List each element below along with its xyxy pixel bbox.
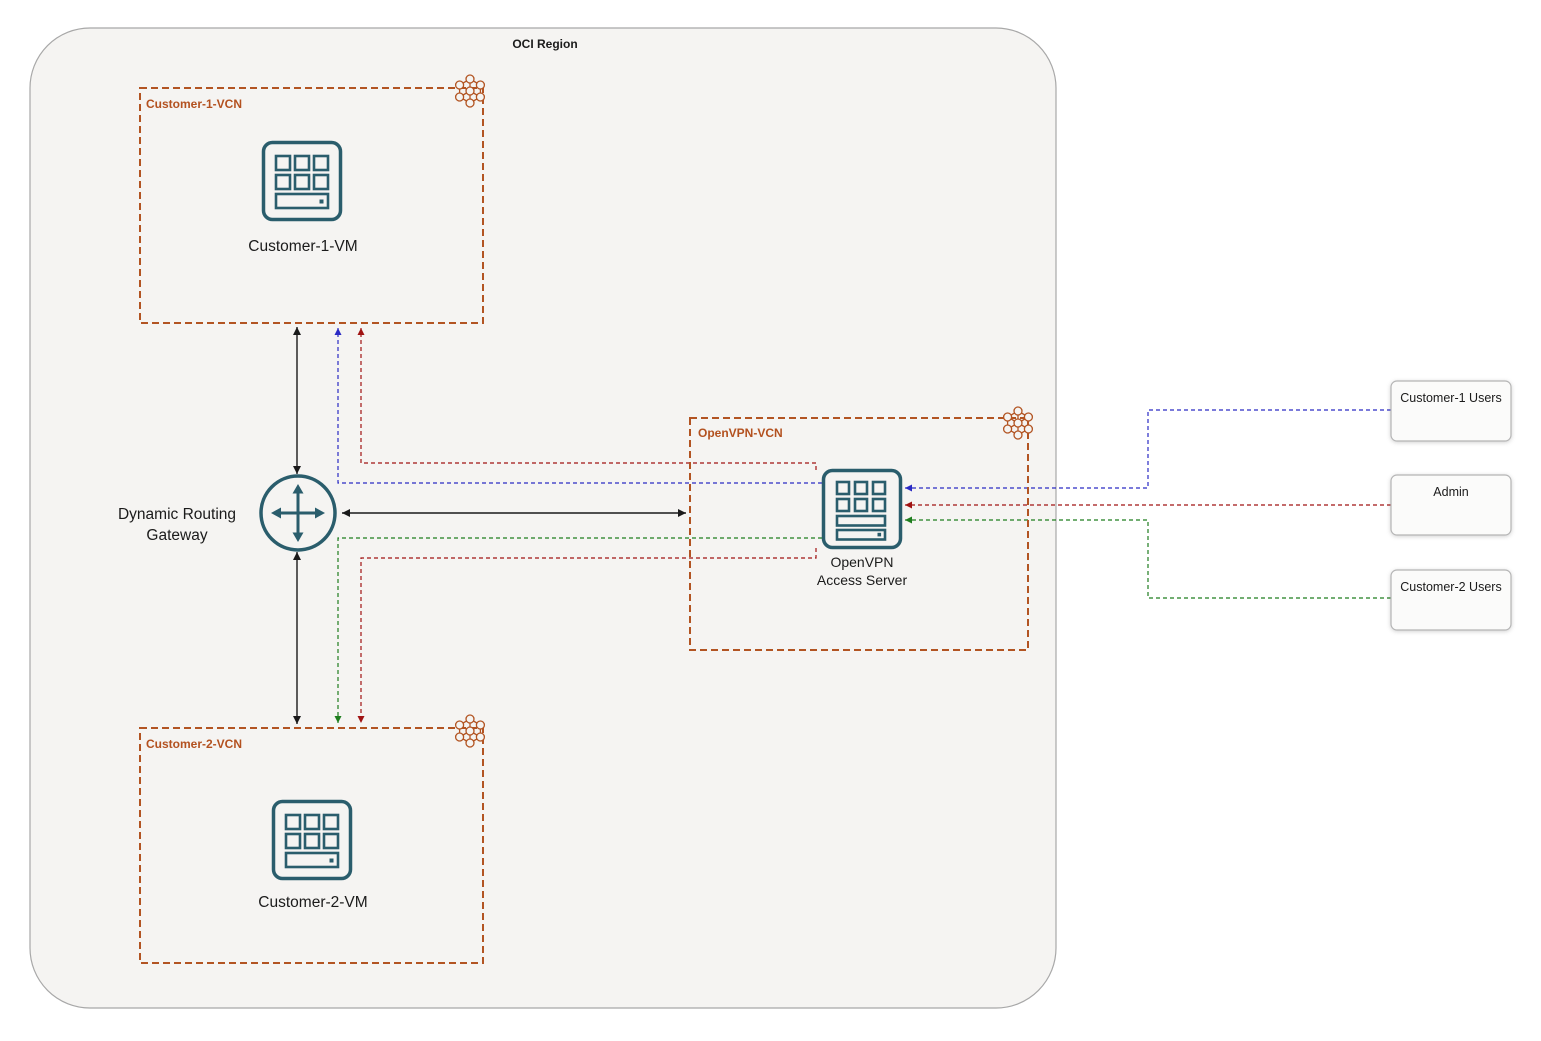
customer-1-users-box <box>1390 380 1512 442</box>
openvpn-server-label-line1: OpenVPN <box>830 554 893 570</box>
dynamic-routing-gateway-icon <box>259 474 337 552</box>
customer-1-vcn-label: Customer-1-VCN <box>146 97 242 111</box>
flow-server-to-customer1-vcn <box>334 328 822 484</box>
customer-2-vcn-box <box>139 727 484 964</box>
customer-2-vcn-label: Customer-2-VCN <box>146 737 242 751</box>
customer-2-users-box <box>1390 569 1512 631</box>
drg-label-line1: Dynamic Routing <box>118 506 236 523</box>
flow-server-to-customer2-vcn <box>334 537 822 723</box>
drg-label-line2: Gateway <box>146 527 207 544</box>
oci-region-container <box>29 27 1057 1009</box>
customer-1-vm-icon <box>261 140 343 222</box>
flow-server-to-customer1-vcn-admin <box>357 328 817 470</box>
flow-customer1-users-to-server <box>905 409 1391 492</box>
openvpn-vcn-label: OpenVPN-VCN <box>698 426 783 440</box>
flow-customer2-users-to-server <box>905 516 1391 599</box>
oci-region-label: OCI Region <box>512 37 577 51</box>
customer-1-vcn-box <box>139 87 484 324</box>
openvpn-vcn-box <box>689 417 1029 651</box>
customer-2-vm-icon <box>271 799 353 881</box>
customer-1-vm-label: Customer-1-VM <box>248 238 357 255</box>
customer-2-vm-label: Customer-2-VM <box>258 894 367 911</box>
openvpn-access-server-icon <box>821 468 903 550</box>
flow-server-to-customer2-vcn-admin <box>357 548 817 723</box>
customer-1-users-label: Customer-1 Users <box>1400 391 1501 405</box>
admin-box <box>1390 474 1512 536</box>
customer-2-users-label: Customer-2 Users <box>1400 580 1501 594</box>
openvpn-server-label-line2: Access Server <box>817 572 908 588</box>
admin-label: Admin <box>1433 485 1468 499</box>
